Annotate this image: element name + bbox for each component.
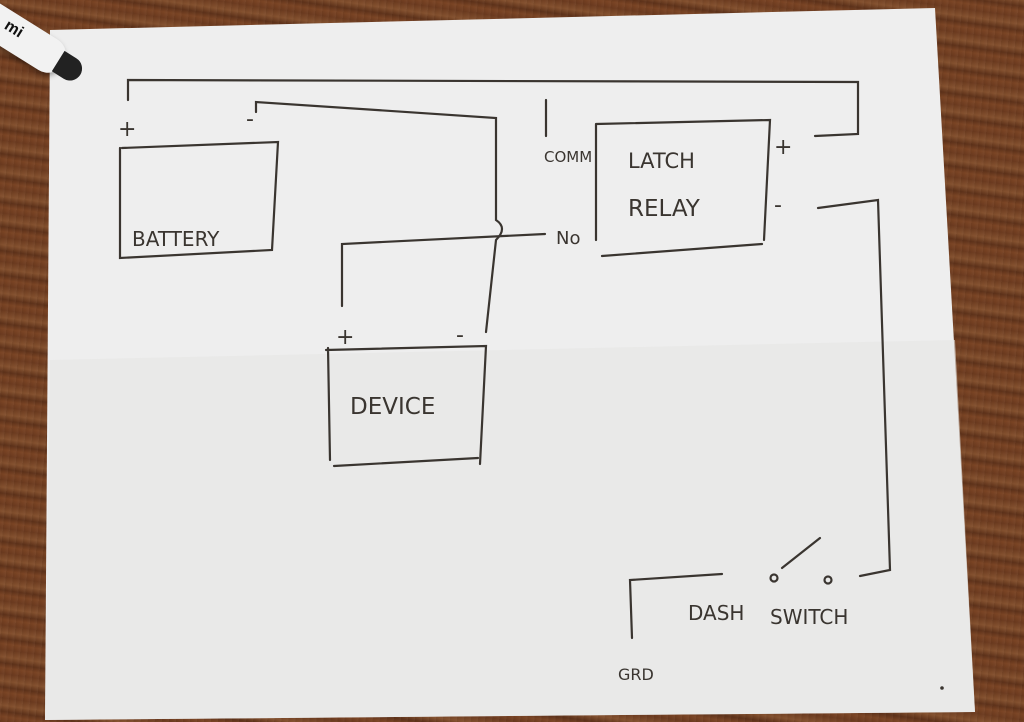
switch-lever — [780, 536, 822, 570]
wire-ground — [628, 572, 724, 640]
wire-relay-no — [340, 232, 547, 308]
device-positive-label: + — [336, 325, 354, 350]
ground-label: GRD — [618, 665, 654, 684]
switch-label: SWITCH — [770, 605, 848, 629]
wiring — [118, 78, 892, 640]
battery-box — [118, 140, 280, 260]
dash-label: DASH — [688, 601, 744, 625]
paper-fold-shade — [45, 340, 975, 720]
battery-negative-label: - — [246, 107, 254, 132]
device-negative-label: - — [456, 323, 464, 348]
relay-label: RELAY — [628, 196, 701, 222]
latch-relay-box — [594, 118, 772, 258]
latch-label: LATCH — [628, 149, 695, 173]
battery-label: BATTERY — [132, 227, 220, 251]
relay-com-label: COMM — [544, 148, 592, 166]
wire-relay-to-switch — [816, 198, 892, 578]
wire-battery-positive — [126, 78, 860, 138]
relay-negative-label: - — [774, 193, 782, 218]
relay-positive-label: + — [774, 135, 792, 160]
switch-contact-right — [823, 575, 833, 585]
device-box — [324, 344, 488, 468]
switch-contact-left — [769, 573, 779, 583]
device-label: DEVICE — [350, 394, 435, 420]
paper-speck — [940, 686, 944, 690]
diagram-labels: + - BATTERY COMM No LATCH RELAY + - + - … — [118, 107, 848, 684]
relay-no-label: No — [556, 228, 580, 249]
wire-battery-negative — [254, 100, 504, 334]
battery-positive-label: + — [118, 117, 136, 142]
